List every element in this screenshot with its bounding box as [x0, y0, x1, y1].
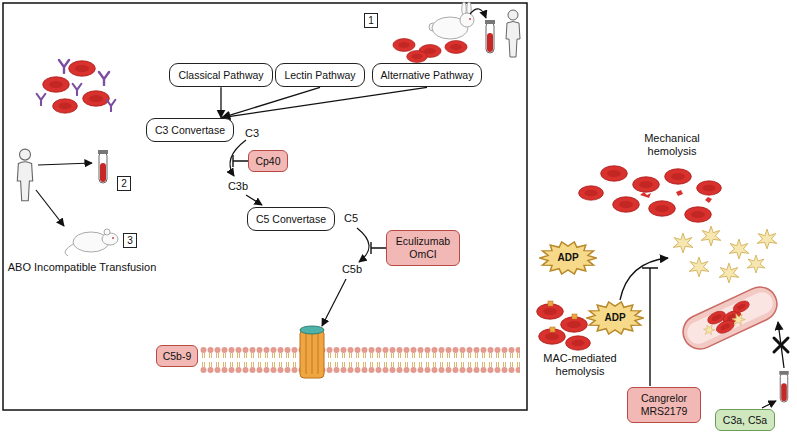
callout-number: 2: [117, 176, 131, 191]
pathway-arrow: [220, 87, 221, 117]
antibody-rbc-cluster: [37, 60, 116, 113]
mac-pore: [300, 326, 324, 378]
mechanical-rbcs: [579, 166, 722, 222]
inhibitor-box: C5b-9: [156, 345, 199, 368]
text-label: C5b: [342, 263, 362, 276]
process-box: Classical Pathway: [169, 63, 272, 88]
mediator-box: C3a, C5a: [715, 409, 775, 432]
node-text: C3a, C5a: [723, 414, 767, 427]
callout-number: 1: [364, 13, 378, 28]
connectors: [221, 87, 427, 117]
mac-rbc-cluster: [537, 301, 591, 350]
pathway-arrow: [222, 87, 320, 117]
activation-arrow: [620, 258, 668, 300]
flow-arrow: [322, 279, 346, 326]
rabbit-rbcs: [393, 39, 467, 63]
node-text: Alternative Pathway: [381, 69, 474, 82]
split-arrow: [36, 190, 64, 226]
node-text: Lectin Pathway: [284, 69, 355, 82]
node-text: 3: [127, 234, 133, 247]
blood-vessel-thrombus: [678, 281, 783, 354]
inhibition-bar: [642, 268, 658, 386]
rat: [65, 229, 118, 256]
text-label: C3: [245, 127, 259, 140]
x-mark: [774, 338, 788, 352]
human-recipient: [506, 10, 520, 57]
text-label: C3b: [228, 180, 248, 193]
callout-number: 3: [123, 233, 137, 248]
node-text: 2: [121, 177, 127, 190]
text-label: ABO Incompatible Transfusion: [8, 261, 157, 274]
node-text: ADP: [557, 252, 578, 264]
addition-arrow: [762, 401, 776, 408]
adp-starburst: ADP: [539, 241, 597, 275]
rabbit: [429, 2, 474, 39]
adp-starburst: ADP: [586, 301, 644, 335]
node-text: 1: [368, 14, 374, 27]
node-text: C5b-9: [163, 350, 192, 363]
cell-membrane: [200, 346, 520, 374]
human-donor: [17, 149, 32, 201]
text-label: Mechanical hemolysis: [635, 132, 709, 158]
node-text: Eculizumab OmCI: [393, 235, 453, 260]
text-label: C5: [344, 212, 358, 225]
panel-frame: [3, 3, 527, 410]
node-text: Cangrelor MRS2179: [634, 392, 694, 417]
node-text: Cp40: [255, 155, 280, 168]
flow-arrow: [246, 195, 262, 205]
transfer-arrow: [470, 9, 486, 18]
node-text: C5 Convertase: [256, 213, 326, 226]
node-text: Classical Pathway: [178, 69, 263, 82]
node-text: C3 Convertase: [155, 124, 225, 137]
blood-tube: [98, 150, 108, 183]
text-label: MAC-mediated hemolysis: [536, 352, 624, 378]
cleavage-arrow: [357, 228, 369, 262]
process-box: C3 Convertase: [146, 118, 234, 143]
inhibitor-box: Eculizumab OmCI: [386, 230, 460, 265]
inhibitor-box: Cangrelor MRS2179: [627, 387, 701, 422]
split-arrow: [38, 163, 92, 165]
inhibition-bar: [233, 155, 248, 167]
blood-tube: [485, 20, 495, 53]
pathway-arrow: [222, 87, 427, 117]
node-text: ADP: [604, 312, 625, 324]
process-box: Alternative Pathway: [372, 63, 483, 88]
inhibitor-box: Cp40: [248, 150, 287, 173]
process-box: Lectin Pathway: [275, 63, 364, 88]
platelets: [673, 226, 777, 283]
process-box: C5 Convertase: [247, 207, 335, 232]
blood-tube: [779, 371, 788, 402]
